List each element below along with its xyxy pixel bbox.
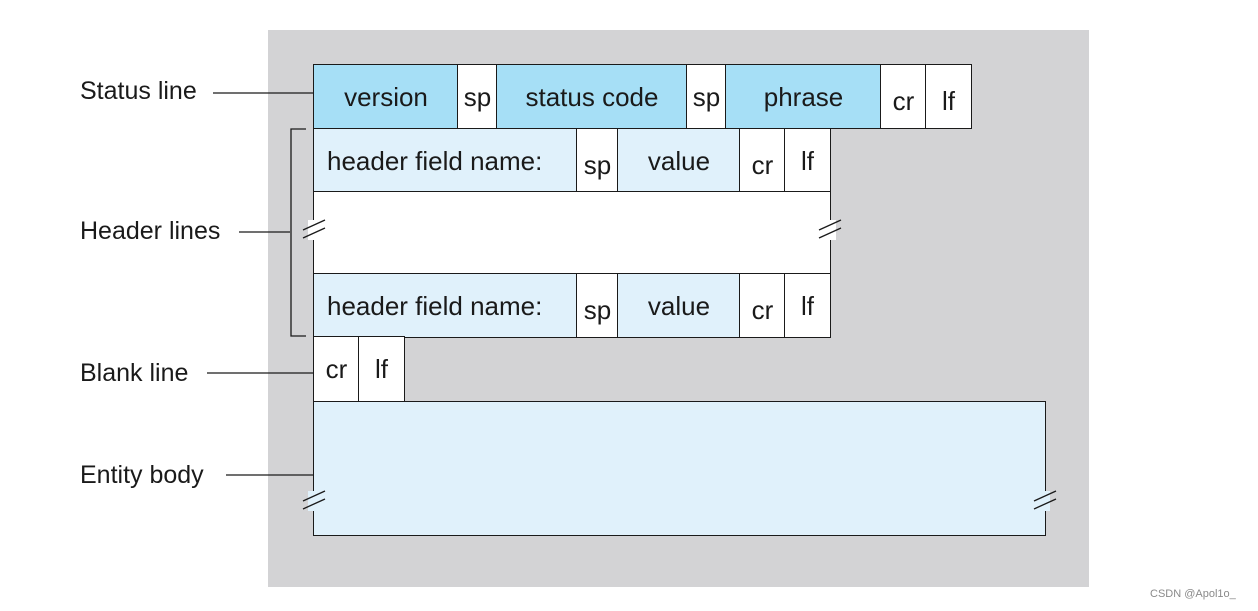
status-lf-field: lf [925,64,972,129]
status-phrase-field: phrase [725,64,882,129]
status-version-field: version [313,64,459,129]
header-lf-field-2: lf [784,273,831,338]
blank-cr-field: cr [313,336,360,402]
status-code-field: status code [496,64,688,129]
header-cr-field-2: cr [739,273,786,338]
header-value-field-2: value [617,273,741,338]
watermark: CSDN @Apol1o_ [1150,588,1236,600]
entity-body-label: Entity body [80,461,204,489]
header-lines-label: Header lines [80,217,221,245]
header-lf-field-1: lf [784,128,831,193]
header-field-name-1: header field name: [313,128,578,193]
entity-body-box [313,401,1046,536]
status-sp-field-2: sp [686,64,727,129]
status-sp-field-1: sp [457,64,498,129]
blank-lf-field: lf [358,336,405,402]
header-sp-field-2: sp [576,273,619,338]
header-field-name-2: header field name: [313,273,578,338]
blank-line-label: Blank line [80,359,189,387]
header-sp-field-1: sp [576,128,619,193]
status-line-label: Status line [80,77,197,105]
header-cr-field-1: cr [739,128,786,193]
header-lines-gap [313,191,831,275]
status-cr-field: cr [880,64,927,129]
header-value-field-1: value [617,128,741,193]
